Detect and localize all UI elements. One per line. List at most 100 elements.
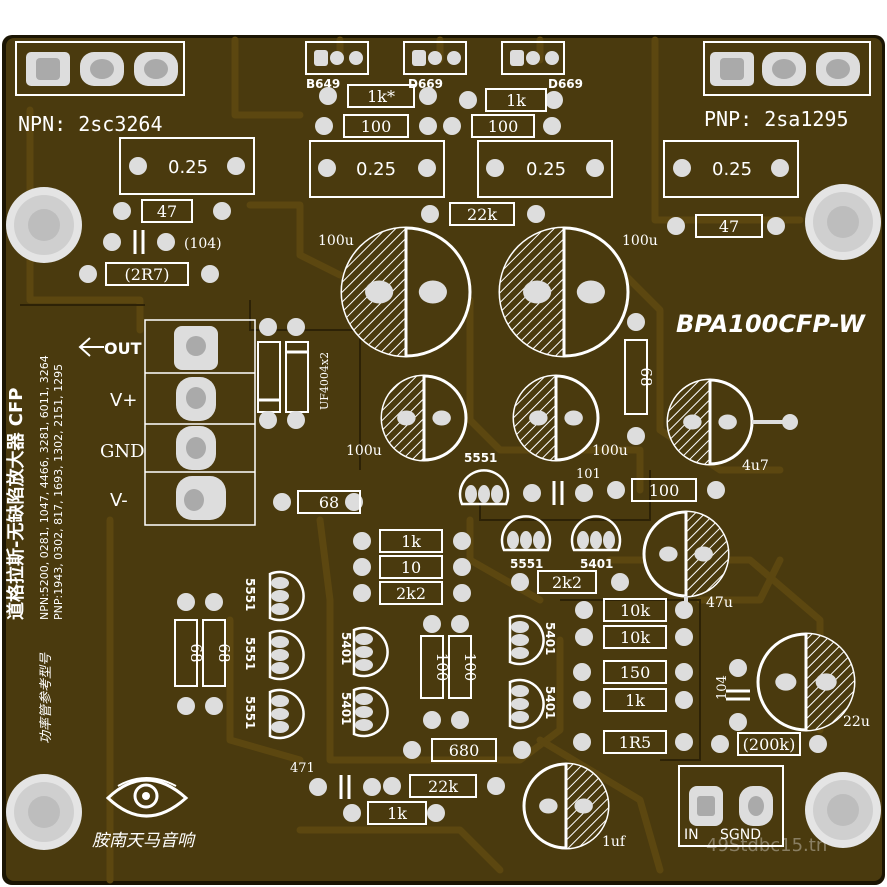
in-label: IN — [684, 827, 699, 843]
r-22k-top: 22k — [421, 202, 545, 226]
r-10: 10 — [353, 555, 471, 579]
c100u-mr-label: 100u — [592, 443, 628, 459]
r-1k-r: 1k — [573, 688, 693, 712]
svg-text:10: 10 — [401, 558, 421, 577]
svg-text:1k: 1k — [506, 91, 526, 110]
svg-text:1R5: 1R5 — [619, 733, 651, 752]
c-101 — [523, 481, 593, 505]
r-100-a: 100 — [315, 114, 437, 138]
pnp-power-transistor — [703, 41, 871, 96]
board-title-vertical: 道格拉斯-无缺陷放大器 CFP — [5, 388, 27, 620]
ref-note-vertical: 功率管参考型号 — [38, 652, 54, 744]
q-5401-b: 5401 — [339, 686, 389, 738]
gnd-label: GND — [100, 441, 145, 462]
c100u-ml-label: 100u — [346, 443, 382, 459]
svg-text:5401: 5401 — [580, 557, 613, 571]
svg-text:47: 47 — [719, 217, 739, 236]
ref-pnp-vertical: PNP:1943, 0302, 817, 1693, 1302, 2151, 1… — [52, 364, 65, 620]
r-100-b: 100 — [443, 114, 561, 138]
mount-hole-br — [805, 772, 881, 848]
r-200k: (200k) — [711, 732, 827, 756]
model-name: BPA100CFP-W — [676, 310, 866, 338]
r-68-va: 68 — [174, 593, 205, 715]
svg-text:1k: 1k — [387, 804, 407, 823]
emitter-resistor-d: 0.25 — [663, 140, 799, 198]
q-5551-b: 5551 — [243, 629, 305, 681]
q-5401-mid: 5401 — [570, 515, 622, 571]
q-5401-c: 5401 — [508, 614, 557, 666]
r-1k-top: 1k — [459, 88, 563, 112]
cap-100u-ml — [380, 374, 468, 462]
pnp-label: PNP: 2sa1295 — [704, 107, 849, 131]
svg-text:5401: 5401 — [339, 632, 353, 665]
c1uf-label: 1uf — [602, 834, 627, 850]
svg-text:0.25: 0.25 — [168, 157, 208, 178]
svg-text:68: 68 — [187, 643, 205, 662]
svg-text:1k*: 1k* — [367, 87, 395, 106]
cap-22u — [756, 632, 856, 732]
driver-transistor-d669-b — [501, 41, 565, 75]
r-150: 150 — [573, 660, 693, 684]
svg-text:(200k): (200k) — [743, 735, 796, 754]
svg-text:(2R7): (2R7) — [125, 265, 170, 284]
svg-text:100: 100 — [361, 117, 392, 136]
q-5551-mid: 5551 — [500, 515, 552, 571]
r-1k-star: 1k* — [319, 84, 437, 108]
svg-text:150: 150 — [620, 663, 651, 682]
c471-label: 471 — [290, 761, 315, 776]
emitter-resistor-b: 0.25 — [309, 140, 445, 198]
cap-100u-tl — [340, 226, 472, 358]
svg-text:5551: 5551 — [243, 578, 257, 611]
npn-label: NPN: 2sc3264 — [18, 112, 163, 136]
d669-b-label: D669 — [548, 77, 583, 91]
out-label: OUT — [104, 339, 142, 358]
r-100-vb: 100 — [448, 615, 479, 729]
svg-text:5551: 5551 — [243, 696, 257, 729]
brand-logo — [105, 777, 189, 818]
svg-text:68: 68 — [637, 367, 655, 386]
r-100-mid: 100 — [607, 478, 725, 502]
c100u-tr-label: 100u — [622, 233, 658, 249]
svg-text:2k2: 2k2 — [552, 573, 582, 592]
vminus-label: V- — [110, 490, 128, 511]
input-terminal-block — [678, 765, 784, 847]
emitter-resistor-c: 0.25 — [477, 140, 613, 198]
cap-47u — [642, 510, 730, 598]
c104-left-label: (104) — [184, 236, 222, 252]
mount-hole-tr — [805, 184, 881, 260]
svg-text:2k2: 2k2 — [396, 584, 426, 603]
c-104-right — [726, 659, 750, 731]
svg-text:1k: 1k — [401, 532, 421, 551]
svg-text:100: 100 — [649, 481, 680, 500]
driver-transistor-d669-a — [403, 41, 467, 75]
resistors: 1k* 1k 100 100 47 22k 47 (2R7) 68 100 1k 10 2k2 2k2 10… — [79, 84, 827, 825]
emitter-resistor-a: 0.25 — [119, 137, 255, 195]
npn-power-transistor — [15, 41, 185, 96]
svg-text:0.25: 0.25 — [712, 159, 752, 180]
c-471 — [309, 775, 381, 799]
cap-1uf — [522, 762, 610, 850]
c22u-label: 22u — [843, 714, 870, 730]
r-10k-b: 10k — [575, 625, 693, 649]
brand-name: 胺南天马音响 — [92, 831, 196, 851]
sgnd-label: SGND — [720, 827, 761, 843]
svg-text:68: 68 — [215, 643, 233, 662]
svg-text:0.25: 0.25 — [526, 159, 566, 180]
r-2k2-r: 2k2 — [511, 570, 629, 594]
svg-text:5401: 5401 — [543, 622, 557, 655]
c104-right-label: 104 — [715, 675, 730, 700]
svg-text:5551: 5551 — [464, 451, 497, 465]
svg-text:47: 47 — [157, 202, 177, 221]
r-2k2-l: 2k2 — [353, 581, 471, 605]
driver-transistor-b649 — [305, 41, 369, 75]
svg-text:10k: 10k — [620, 628, 650, 647]
svg-text:680: 680 — [449, 741, 480, 760]
r-680: 680 — [403, 738, 531, 762]
svg-text:10k: 10k — [620, 601, 650, 620]
r-1r5: 1R5 — [573, 730, 693, 754]
cap-100u-mr — [512, 374, 600, 462]
c47u-label: 47u — [706, 595, 733, 611]
ref-npn-vertical: NPN:5200, 0281, 1047, 4466, 3281, 6011, … — [38, 355, 51, 620]
mount-hole-bl — [6, 774, 82, 850]
